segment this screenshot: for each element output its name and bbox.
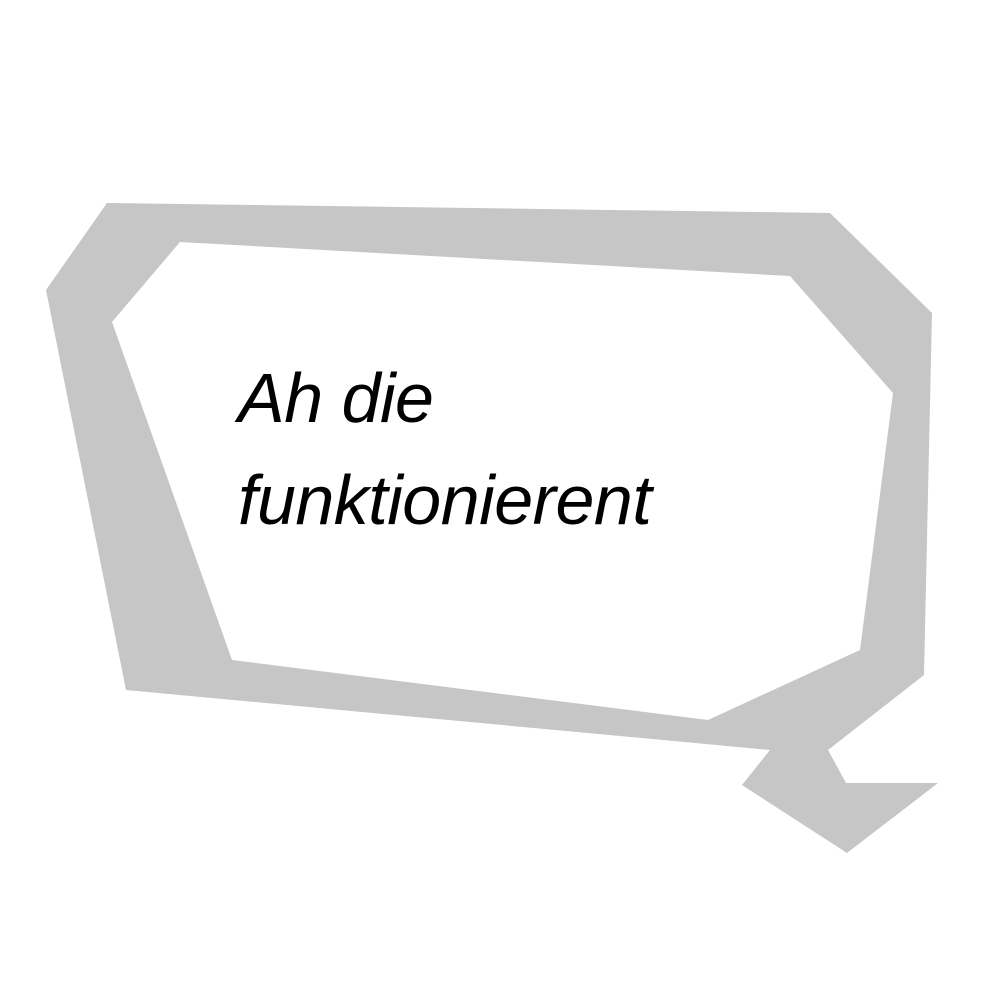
speech-line-2: funktionierent: [238, 461, 652, 539]
speech-bubble-interior: [112, 242, 893, 720]
speech-bubble-text: Ah die funktionierent: [238, 347, 838, 551]
speech-line-1: Ah die: [238, 359, 434, 437]
